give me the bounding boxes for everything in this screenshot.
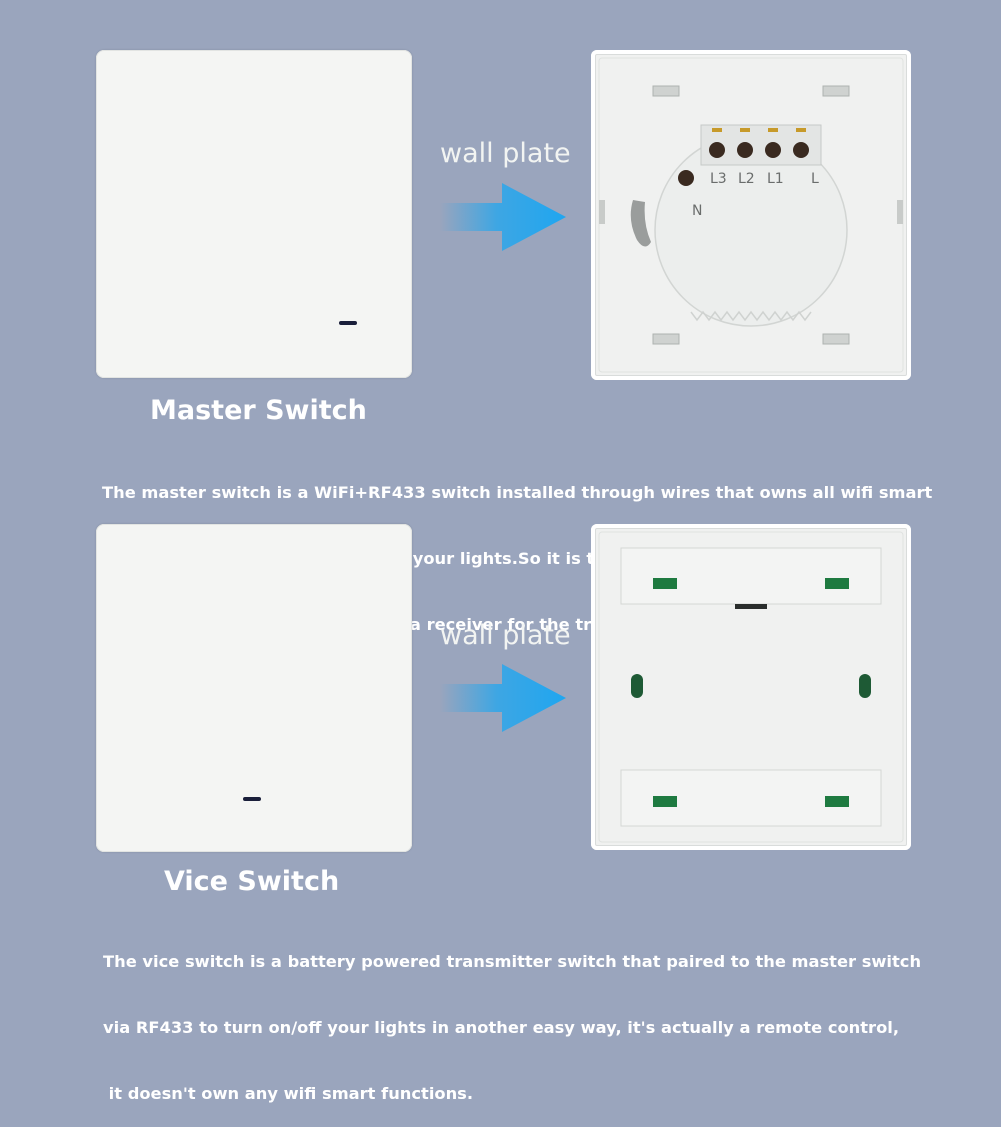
vice-switch-title: Vice Switch: [164, 866, 340, 897]
arrow-right-icon: [440, 664, 566, 732]
arrow-right-icon: [440, 183, 566, 251]
terminal-label-l3: L3: [710, 171, 727, 187]
vice-wall-plate-label: wall plate: [440, 620, 571, 651]
master-switch-led-indicator: [339, 321, 357, 325]
vice-description-line: it doesn't own any wifi smart functions.: [103, 1084, 474, 1103]
master-switch-title: Master Switch: [150, 395, 367, 426]
master-wall-plate-label: wall plate: [440, 138, 571, 169]
vice-wall-plate-back: [591, 524, 911, 850]
master-switch-front-panel: [96, 50, 412, 378]
terminal-label-l1: L1: [767, 171, 784, 187]
vice-switch-description: The vice switch is a battery powered tra…: [103, 907, 921, 1127]
terminal-label-n: N: [692, 203, 703, 219]
vice-description-line: The vice switch is a battery powered tra…: [103, 952, 922, 971]
master-description-line: The master switch is a WiFi+RF433 switch…: [102, 483, 933, 502]
master-wall-plate-back: L3 L2 L1 L N: [591, 50, 911, 380]
vice-switch-led-indicator: [243, 797, 261, 801]
vice-switch-front-panel: [96, 524, 412, 852]
vice-description-line: via RF433 to turn on/off your lights in …: [103, 1018, 900, 1037]
terminal-label-l: L: [811, 171, 819, 187]
terminal-label-l2: L2: [738, 171, 755, 187]
